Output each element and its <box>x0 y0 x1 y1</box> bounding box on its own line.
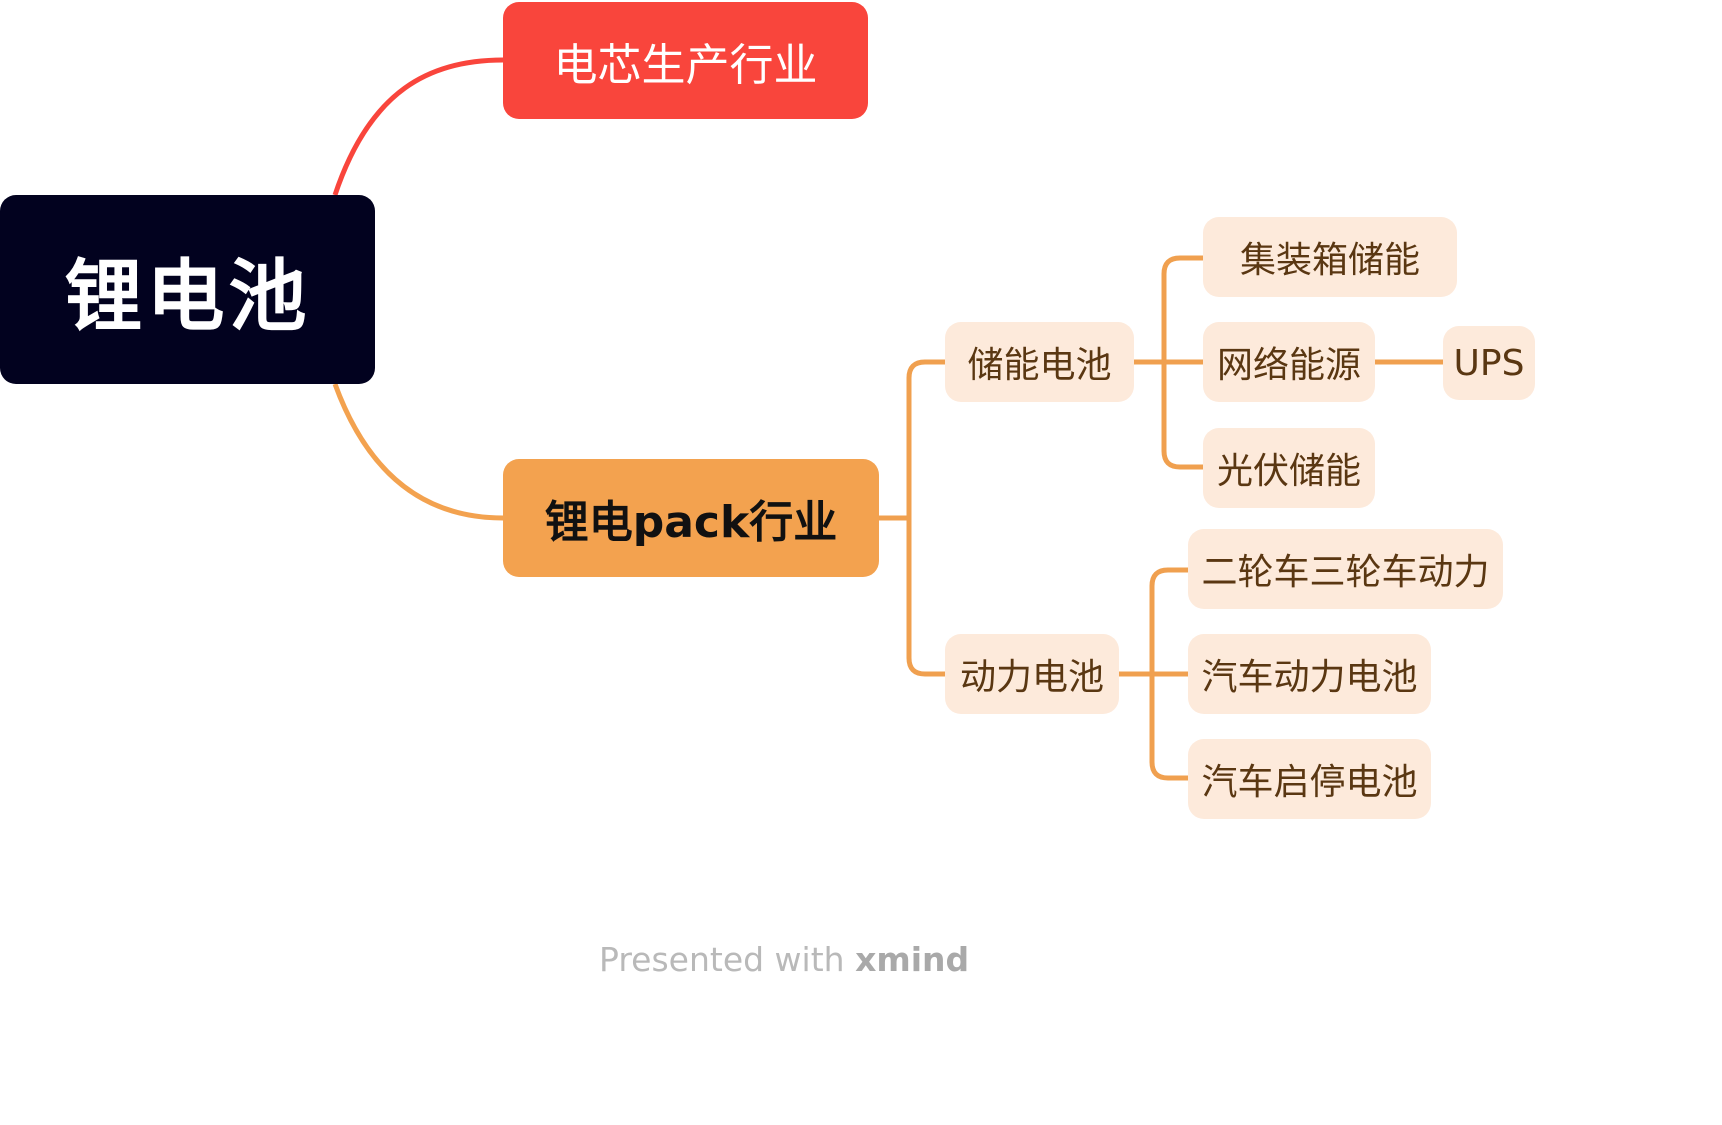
node-power-battery[interactable]: 动力电池 <box>945 634 1119 714</box>
node-car-start-stop-battery[interactable]: 汽车启停电池 <box>1188 739 1431 819</box>
connector-pack-to-children <box>879 359 945 677</box>
node-energy-storage-battery[interactable]: 储能电池 <box>945 322 1134 402</box>
node-car-power-battery[interactable]: 汽车动力电池 <box>1188 634 1431 714</box>
watermark-brand: xmind <box>855 940 970 979</box>
node-label: 汽车启停电池 <box>1201 762 1418 803</box>
node-label: 储能电池 <box>967 345 1112 386</box>
root-label: 锂电池 <box>64 251 311 342</box>
connector-root-to-pack <box>332 383 504 521</box>
connector-storage-to-children <box>1134 255 1203 470</box>
node-label: 汽车动力电池 <box>1201 657 1418 698</box>
node-label: 动力电池 <box>959 657 1104 698</box>
node-label: UPS <box>1453 342 1525 384</box>
watermark-prefix: Presented with <box>599 940 856 979</box>
branch-node-pack-industry[interactable]: 锂电pack行业 <box>503 459 879 577</box>
watermark: Presented with xmind <box>599 940 969 979</box>
node-label: 光伏储能 <box>1216 451 1361 492</box>
node-pv-storage[interactable]: 光伏储能 <box>1203 428 1375 508</box>
node-label: 网络能源 <box>1216 345 1361 386</box>
node-container-storage[interactable]: 集装箱储能 <box>1203 217 1457 297</box>
node-label: 二轮车三轮车动力 <box>1201 552 1490 593</box>
node-network-energy[interactable]: 网络能源 <box>1203 322 1375 402</box>
root-node[interactable]: 锂电池 <box>0 195 375 384</box>
branch-node-cell-production[interactable]: 电芯生产行业 <box>503 2 868 119</box>
connector-power-to-children <box>1119 567 1188 781</box>
node-label: 集装箱储能 <box>1239 240 1420 281</box>
node-two-three-wheeler-power[interactable]: 二轮车三轮车动力 <box>1188 529 1503 609</box>
branch-label: 锂电pack行业 <box>544 497 838 548</box>
branch-label: 电芯生产行业 <box>553 39 818 91</box>
node-ups[interactable]: UPS <box>1443 326 1535 400</box>
connector-root-to-cell <box>332 57 504 196</box>
